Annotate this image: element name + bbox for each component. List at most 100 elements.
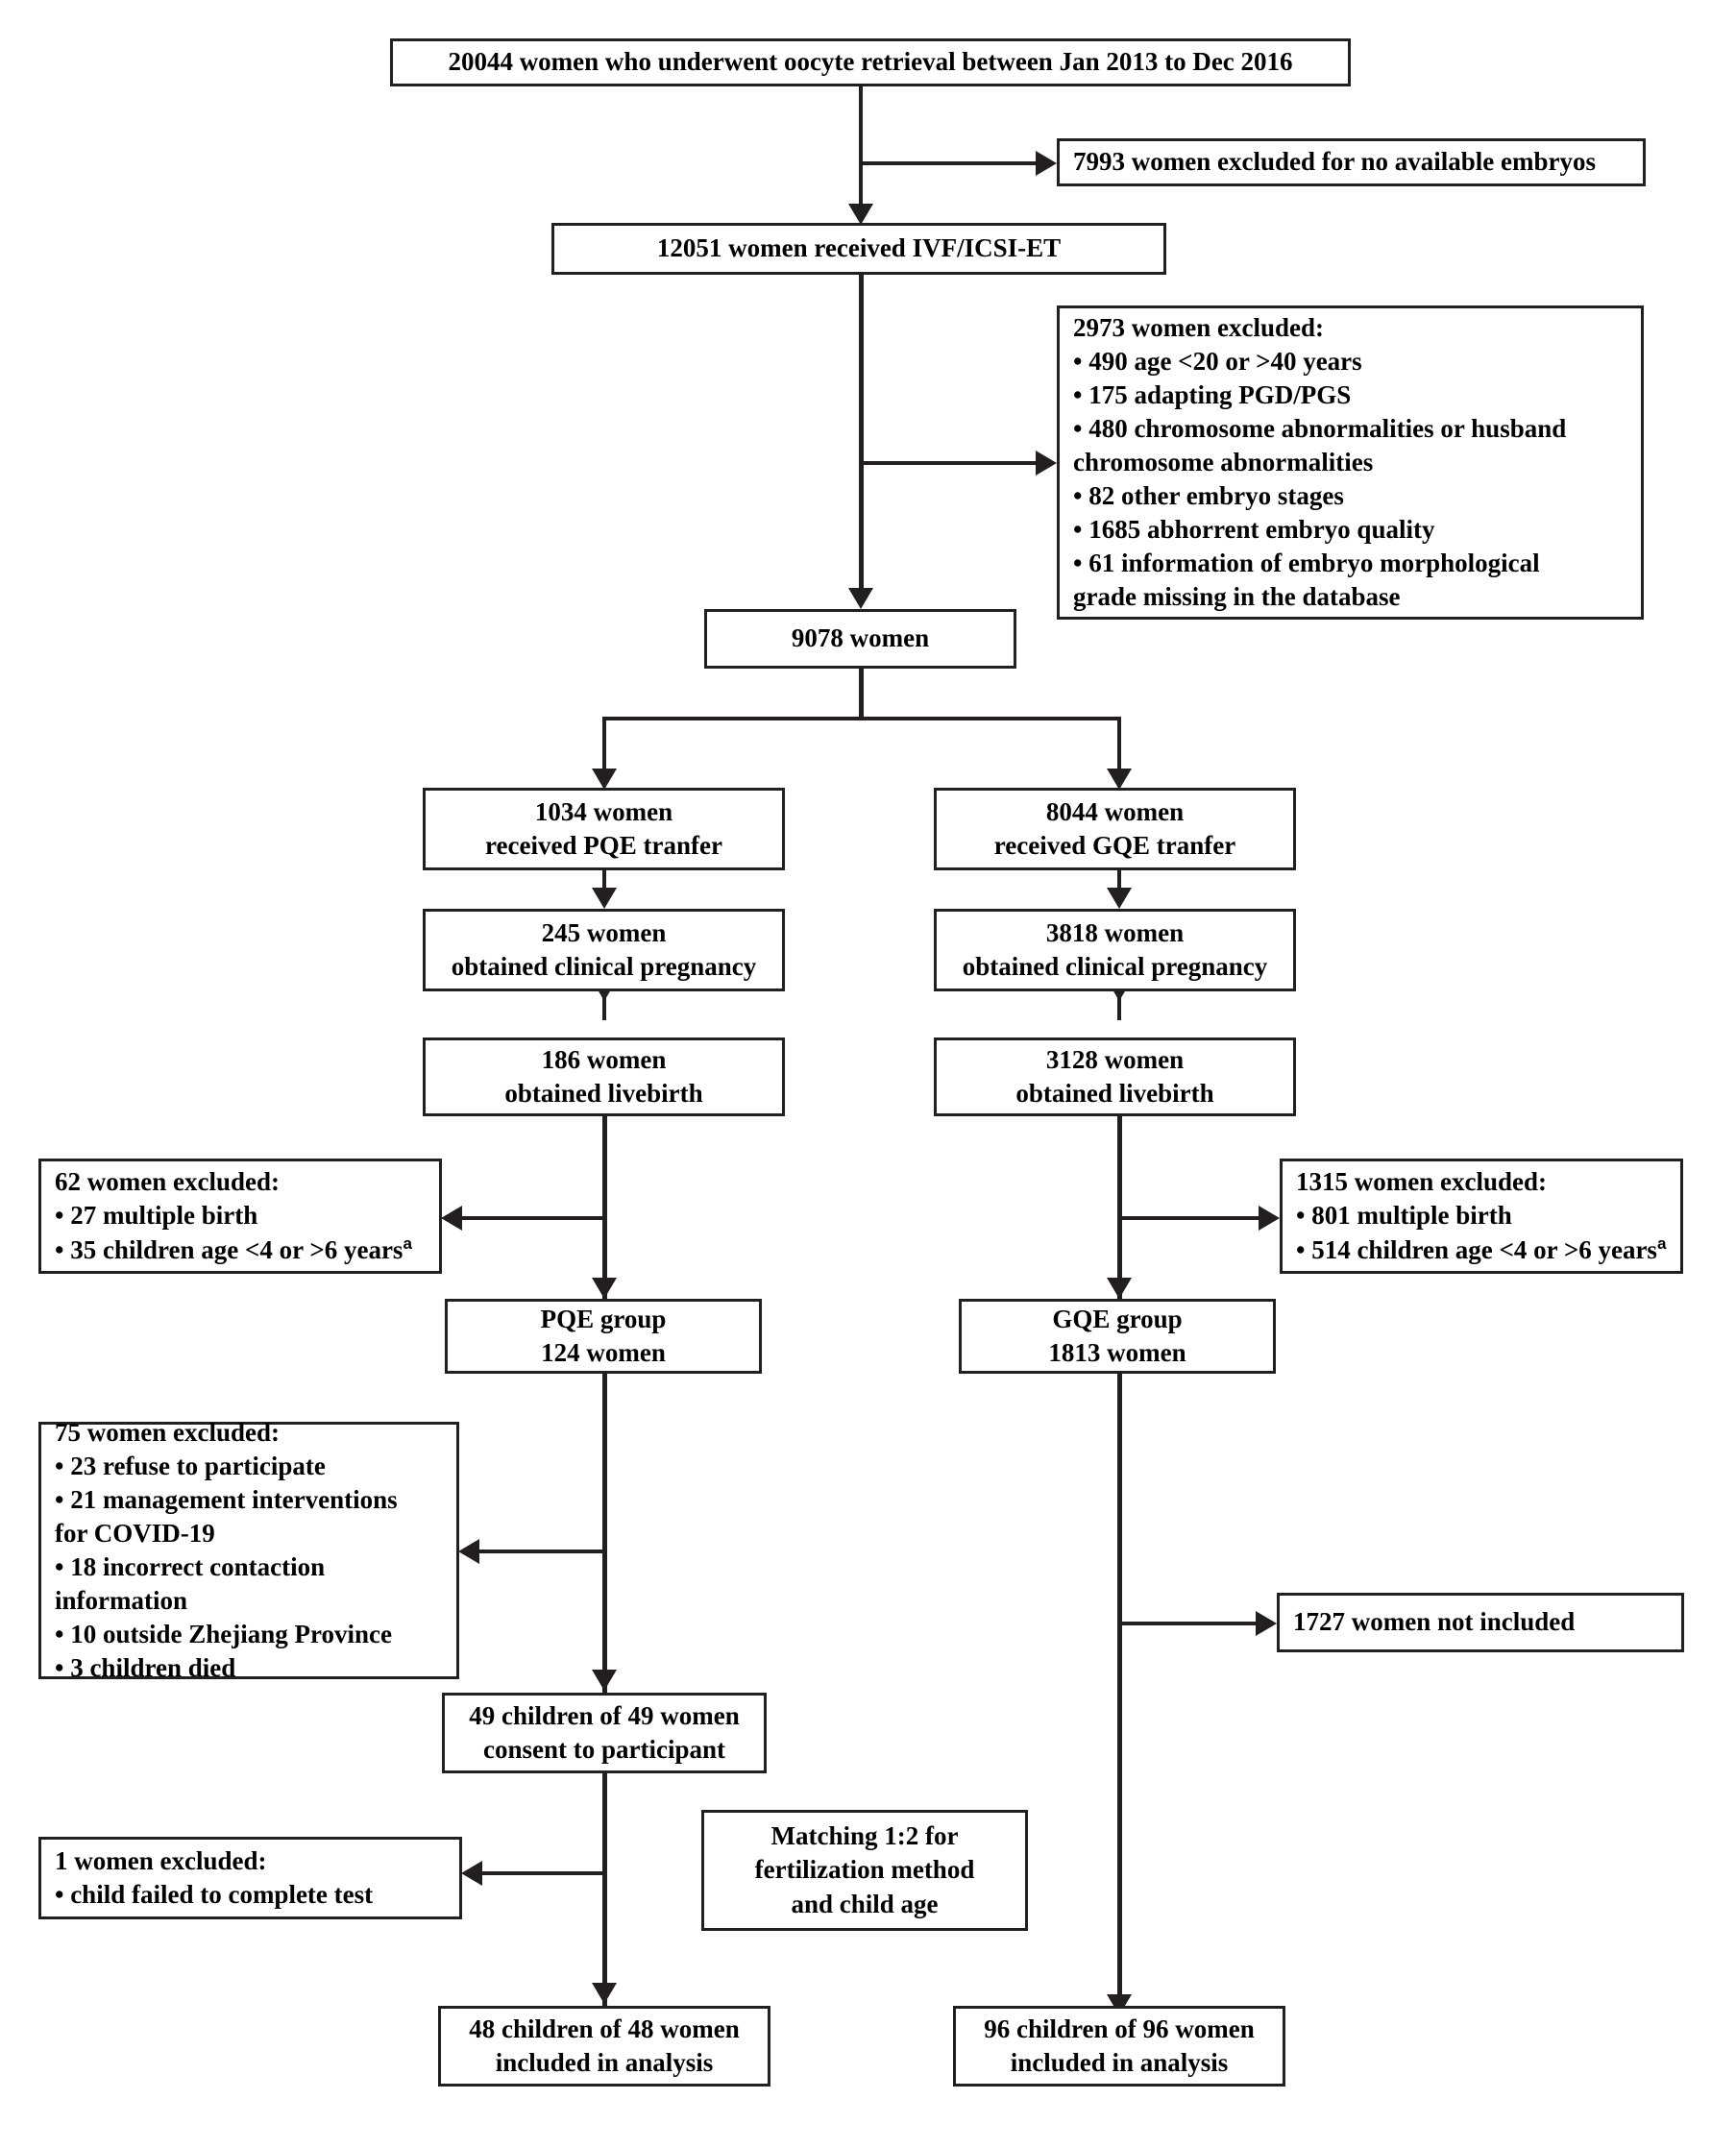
node-excluded-2973-line9: grade missing in the database: [1073, 582, 1401, 612]
node-excluded-75-line7: • 10 outside Zhejiang Province: [55, 1620, 392, 1649]
node-excluded-62-line2: • 27 multiple birth: [55, 1201, 258, 1231]
node-excluded-2973-line8: • 61 information of embryo morphological: [1073, 549, 1540, 578]
node-excluded-62-line3-wrap: • 35 children age <4 or >6 yearsa: [55, 1233, 412, 1267]
arrowhead-gqe-transfer-to-preg: [1107, 888, 1132, 909]
connector-gqe-preg-to-live: [1117, 991, 1121, 1020]
node-excluded-2973-line5: chromosome abnormalities: [1073, 447, 1374, 476]
node-gqe-group-line1: GQE group: [1052, 1304, 1183, 1333]
arrowhead-gqe-to-not-included: [1256, 1611, 1277, 1636]
node-pqe-pregnancy: 245 women obtained clinical pregnancy: [423, 909, 785, 991]
arrowhead-total-to-excl-embryos: [1036, 151, 1057, 176]
arrowhead-9078-to-pqe: [592, 769, 617, 790]
node-excluded-1315-line1: 1315 women excluded:: [1296, 1167, 1547, 1197]
node-total-women-line1: 20044 women who underwent oocyte retriev…: [448, 47, 1293, 77]
arrowhead-pqe-group-to-consent: [592, 1670, 617, 1691]
node-gqe-group: GQE group 1813 women: [959, 1299, 1276, 1374]
arrowhead-pqe-transfer-to-preg: [592, 888, 617, 909]
node-gqe-livebirth-line1: 3128 women: [1045, 1044, 1185, 1074]
node-excluded-75: 75 women excluded: • 23 refuse to partic…: [38, 1418, 459, 1682]
arrowhead-pqe-live-to-group: [592, 1278, 617, 1299]
connector-9078-to-gqe: [1117, 717, 1121, 776]
node-gqe-pregnancy-line2: obtained clinical pregnancy: [962, 952, 1268, 981]
node-excluded-2973-line1: 2973 women excluded:: [1073, 312, 1324, 342]
arrowhead-ivf-to-excl-2973: [1036, 451, 1057, 476]
node-excluded-1315-line2: • 801 multiple birth: [1296, 1201, 1512, 1231]
node-excluded-75-line4: for COVID-19: [55, 1518, 215, 1548]
node-ivf-icsi-et: 12051 women received IVF/ICSI-ET: [551, 223, 1166, 275]
node-matching: Matching 1:2 for fertilization method an…: [701, 1810, 1028, 1931]
node-gqe-livebirth: 3128 women obtained livebirth: [934, 1037, 1296, 1116]
node-excluded-no-embryos: 7993 women excluded for no available emb…: [1057, 138, 1646, 186]
node-excluded-no-embryos-line1: 7993 women excluded for no available emb…: [1073, 147, 1596, 177]
node-excluded-2973-line7: • 1685 abhorrent embryo quality: [1073, 515, 1435, 545]
node-excluded-75-line6: information: [55, 1586, 187, 1616]
node-excluded-2973-line6: • 82 other embryo stages: [1073, 481, 1344, 511]
connector-ivf-to-9078: [859, 275, 864, 597]
node-gqe-livebirth-line2: obtained livebirth: [1015, 1079, 1214, 1108]
node-gqe-group-line2: 1813 women: [1048, 1338, 1186, 1367]
node-excluded-75-line3: • 21 management interventions: [55, 1484, 398, 1514]
node-pqe-transfer-line1: 1034 women: [534, 796, 673, 826]
arrowhead-pqe-live-to-excl-62: [441, 1206, 462, 1231]
arrowhead-ivf-to-9078: [848, 588, 873, 609]
node-pqe-transfer: 1034 women received PQE tranfer: [423, 788, 785, 870]
connector-pqe-live-to-excl-62: [460, 1216, 606, 1220]
node-excluded-1315: 1315 women excluded: • 801 multiple birt…: [1280, 1159, 1683, 1274]
node-excluded-2973-line2: • 490 age <20 or >40 years: [1073, 346, 1362, 376]
connector-pqe-group-to-excl-75: [477, 1550, 606, 1553]
node-gqe-transfer-line2: received GQE tranfer: [993, 831, 1236, 860]
node-pqe-group-line1: PQE group: [540, 1304, 667, 1333]
node-gqe-transfer: 8044 women received GQE tranfer: [934, 788, 1296, 870]
node-pqe-group-line2: 124 women: [541, 1338, 666, 1367]
node-pqe-transfer-line2: received PQE tranfer: [485, 831, 722, 860]
node-gqe-final-line1: 96 children of 96 women: [984, 2014, 1255, 2043]
node-excluded-62: 62 women excluded: • 27 multiple birth •…: [38, 1159, 442, 1274]
arrowhead-gqe-live-to-group: [1107, 1278, 1132, 1299]
arrowhead-pqe-group-to-excl-75: [458, 1539, 479, 1564]
connector-pqe-preg-to-live: [602, 991, 606, 1020]
connector-gqe-to-not-included: [1117, 1622, 1263, 1625]
connector-pqe-live-down: [602, 1116, 607, 1308]
node-excluded-1-line1: 1 women excluded:: [55, 1845, 267, 1875]
node-pqe-final: 48 children of 48 women included in anal…: [438, 2006, 770, 2087]
node-excluded-1-line2: • child failed to complete test: [55, 1880, 374, 1909]
node-excluded-62-line3: • 35 children age <4 or >6 years: [55, 1234, 403, 1264]
node-pqe-group: PQE group 124 women: [445, 1299, 762, 1374]
arrowhead-gqe-live-to-excl-1315: [1259, 1206, 1280, 1231]
node-matching-line1: Matching 1:2 for: [770, 1821, 959, 1851]
connector-total-to-ivf: [859, 86, 863, 211]
node-excluded-2973-line3: • 175 adapting PGD/PGS: [1073, 379, 1352, 409]
node-excluded-1: 1 women excluded: • child failed to comp…: [38, 1837, 462, 1919]
connector-pqe-transfer-to-preg: [602, 870, 606, 899]
node-pqe-final-line1: 48 children of 48 women: [469, 2014, 740, 2043]
connector-9078-down: [859, 669, 864, 719]
arrowhead-total-to-ivf: [848, 204, 873, 225]
arrowhead-consent-to-final: [592, 1983, 617, 2004]
node-excluded-2973-line4: • 480 chromosome abnormalities or husban…: [1073, 413, 1567, 443]
node-pqe-livebirth-line1: 186 women: [541, 1044, 667, 1074]
node-pqe-pregnancy-line1: 245 women: [541, 917, 667, 947]
node-pqe-final-line2: included in analysis: [495, 2048, 714, 2077]
node-excluded-75-line1: 75 women excluded:: [55, 1417, 280, 1447]
connector-total-to-excl-embryos: [859, 161, 1043, 165]
node-matching-line3: and child age: [791, 1889, 939, 1918]
connector-pqe-group-down: [602, 1374, 607, 1702]
connector-consent-to-excl-1: [480, 1871, 606, 1875]
connector-gqe-live-down: [1117, 1116, 1122, 1308]
node-matching-line2: fertilization method: [754, 1855, 975, 1885]
node-9078-women-line1: 9078 women: [791, 623, 930, 653]
node-9078-women: 9078 women: [704, 609, 1016, 669]
node-gqe-transfer-line1: 8044 women: [1045, 796, 1185, 826]
node-consent: 49 children of 49 women consent to parti…: [442, 1693, 767, 1773]
connector-9078-to-pqe: [602, 717, 606, 776]
arrowhead-consent-to-excl-1: [461, 1861, 482, 1886]
node-gqe-final-line2: included in analysis: [1010, 2048, 1229, 2077]
node-gqe-pregnancy-line1: 3818 women: [1045, 917, 1185, 947]
node-consent-line2: consent to participant: [483, 1735, 725, 1764]
node-excluded-75-line5: • 18 incorrect contaction: [55, 1552, 326, 1581]
node-excluded-75-line8: • 3 children died: [55, 1653, 236, 1683]
connector-consent-down: [602, 1773, 607, 2015]
node-gqe-final: 96 children of 96 women included in anal…: [953, 2006, 1285, 2087]
connector-gqe-live-to-excl-1315: [1117, 1216, 1266, 1220]
